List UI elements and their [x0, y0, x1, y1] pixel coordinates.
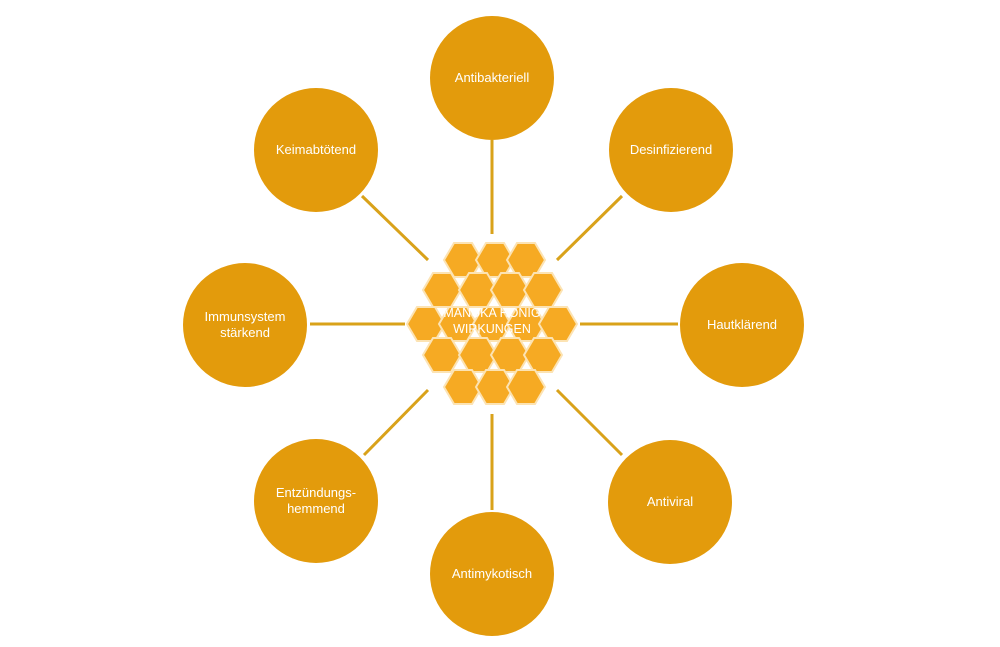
node-immunsystem: Immunsystem stärkend [183, 263, 307, 387]
connector-desinfizierend [555, 194, 624, 262]
node-desinfizierend: Desinfizierend [609, 88, 733, 212]
node-label: Keimabtötend [275, 142, 357, 157]
node-label: Antibakteriell [454, 70, 530, 85]
connector-entzuendungshemmend [362, 388, 430, 457]
node-label: Immunsystem stärkend [204, 309, 286, 340]
node-entzuendungshemmend: Entzündungs- hemmend [254, 439, 378, 563]
center-title: MANUKA HONIG WIRKUNGEN [443, 306, 541, 336]
connector-keimabtoetend [360, 194, 430, 262]
node-label: Desinfizierend [629, 142, 713, 157]
node-keimabtoetend: Keimabtötend [254, 88, 378, 212]
node-antimykotisch: Antimykotisch [430, 512, 554, 636]
node-label: Antiviral [646, 494, 694, 509]
node-antibakteriell: Antibakteriell [430, 16, 554, 140]
node-label: Antimykotisch [451, 566, 533, 581]
node-hautklaerend: Hautklärend [680, 263, 804, 387]
connector-antiviral [555, 388, 624, 457]
node-antiviral: Antiviral [608, 440, 732, 564]
node-label: Entzündungs- hemmend [275, 485, 357, 516]
node-label: Hautklärend [706, 317, 778, 332]
